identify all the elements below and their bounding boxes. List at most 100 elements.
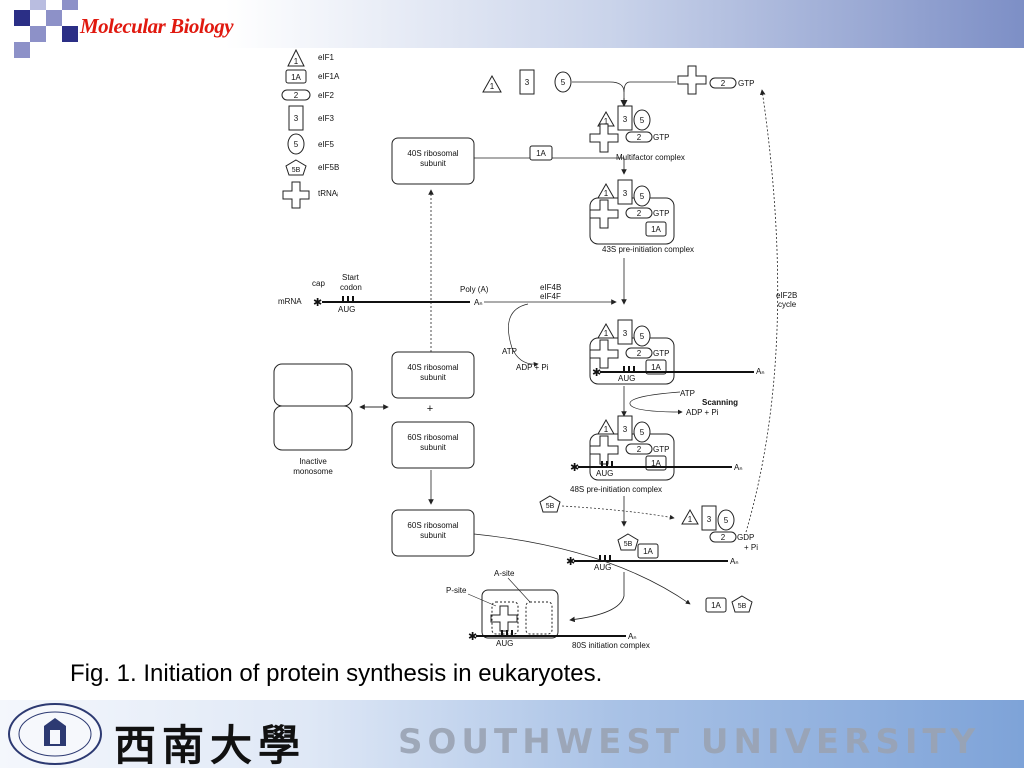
multifactor-label: Multifactor complex <box>616 153 685 162</box>
svg-text:5: 5 <box>640 192 645 201</box>
university-name-english: SOUTHWEST UNIVERSITY <box>398 722 981 762</box>
svg-text:tRNAᵢ: tRNAᵢ <box>318 189 338 198</box>
svg-text:3: 3 <box>623 425 628 434</box>
svg-text:5B: 5B <box>738 603 747 610</box>
svg-text:1A: 1A <box>536 149 546 158</box>
svg-text:40S ribosomal: 40S ribosomal <box>407 149 458 158</box>
svg-text:eIF2: eIF2 <box>318 91 335 100</box>
pre-initiation-43s: 1 3 5 2 GTP 1A 43S pre-initiation comple… <box>589 179 694 254</box>
svg-text:1A: 1A <box>291 73 301 82</box>
svg-text:ADP + Pi: ADP + Pi <box>516 363 549 372</box>
svg-text:codon: codon <box>340 283 362 292</box>
svg-text:AUG: AUG <box>596 469 613 478</box>
complex-on-mrna: 1 3 5 2 GTP 1A ✱ AUG Aₙ <box>589 319 765 385</box>
legend-eif5b: 5B eIF5B <box>285 159 339 176</box>
svg-text:GTP: GTP <box>653 209 669 218</box>
svg-text:+: + <box>427 403 433 415</box>
svg-text:1: 1 <box>604 189 609 198</box>
svg-text:✱: ✱ <box>566 556 575 568</box>
svg-text:eIF4F: eIF4F <box>540 292 561 301</box>
figure-caption: Fig. 1. Initiation of protein synthesis … <box>70 660 603 687</box>
mrna-strand: cap Start codon mRNA ✱ AUG Poly (A) Aₙ <box>278 273 489 314</box>
svg-text:subunit: subunit <box>420 373 447 382</box>
svg-text:2: 2 <box>721 79 726 88</box>
initiation-80s: A-site P-site ✱ AUG Aₙ 80S initiation co… <box>446 569 650 650</box>
header-bar <box>0 0 1024 48</box>
legend-eif2: 2 eIF2 <box>281 89 335 101</box>
svg-text:48S pre-initiation complex: 48S pre-initiation complex <box>570 485 662 494</box>
svg-text:Aₙ: Aₙ <box>628 632 637 641</box>
ribosome-40s-top: 40S ribosomal subunit <box>391 137 475 185</box>
slide-title: Molecular Biology <box>80 14 234 38</box>
svg-text:Aₙ: Aₙ <box>756 367 765 376</box>
svg-text:60S ribosomal: 60S ribosomal <box>407 433 458 442</box>
svg-text:2: 2 <box>294 91 299 100</box>
svg-text:eIF5: eIF5 <box>318 140 335 149</box>
svg-text:eIF1A: eIF1A <box>318 72 340 81</box>
svg-text:5: 5 <box>640 332 645 341</box>
svg-text:1: 1 <box>294 57 299 66</box>
svg-text:GDP: GDP <box>737 533 754 542</box>
svg-text:80S initiation complex: 80S initiation complex <box>572 641 650 650</box>
svg-text:5: 5 <box>724 516 729 525</box>
svg-text:eIF3: eIF3 <box>318 114 335 123</box>
inactive-monosome: Inactive monosome <box>273 363 353 476</box>
svg-text:ATP: ATP <box>502 347 517 356</box>
svg-text:3: 3 <box>294 114 299 123</box>
svg-text:AUG: AUG <box>618 374 635 383</box>
svg-text:Inactive: Inactive <box>299 457 327 466</box>
svg-text:5: 5 <box>561 78 566 87</box>
svg-text:+ Pi: + Pi <box>744 543 758 552</box>
svg-text:AUG: AUG <box>594 563 611 572</box>
svg-text:1: 1 <box>688 515 693 524</box>
svg-text:40S ribosomal: 40S ribosomal <box>407 363 458 372</box>
svg-text:AUG: AUG <box>496 639 513 648</box>
svg-text:GTP: GTP <box>653 445 669 454</box>
legend-eif1a: 1A eIF1A <box>285 69 340 84</box>
svg-text:eIF1: eIF1 <box>318 53 335 62</box>
svg-text:subunit: subunit <box>420 531 447 540</box>
svg-text:Start: Start <box>342 273 360 282</box>
svg-text:Aₙ: Aₙ <box>474 298 483 307</box>
svg-text:ATP: ATP <box>680 389 695 398</box>
svg-text:✱: ✱ <box>468 631 477 643</box>
pre-initiation-48s: 1 3 5 2 GTP 1A ✱ AUG Aₙ 48S pre-initiati… <box>570 415 743 494</box>
svg-text:mRNA: mRNA <box>278 297 302 306</box>
footer-banner: 西南大學 SOUTHWEST UNIVERSITY <box>0 700 1024 770</box>
svg-text:Poly (A): Poly (A) <box>460 285 489 294</box>
svg-text:✱: ✱ <box>313 297 322 309</box>
svg-text:3: 3 <box>707 515 712 524</box>
svg-text:eIF5B: eIF5B <box>318 163 339 172</box>
svg-text:60S ribosomal: 60S ribosomal <box>407 521 458 530</box>
svg-text:1A: 1A <box>651 225 661 234</box>
svg-text:5: 5 <box>294 140 299 149</box>
svg-text:3: 3 <box>623 329 628 338</box>
svg-text:cycle: cycle <box>778 300 797 309</box>
legend-trna: tRNAᵢ <box>282 181 338 209</box>
ribosome-60s-lower: 60S ribosomal subunit <box>391 509 475 557</box>
svg-text:✱: ✱ <box>570 462 579 474</box>
svg-text:ADP + Pi: ADP + Pi <box>686 408 719 417</box>
svg-text:monosome: monosome <box>293 467 333 476</box>
svg-text:5B: 5B <box>292 167 301 174</box>
svg-text:Aₙ: Aₙ <box>730 557 739 566</box>
svg-text:eIF4B: eIF4B <box>540 283 561 292</box>
svg-text:2: 2 <box>637 445 642 454</box>
ribosome-40s-lower: 40S ribosomal subunit <box>391 351 475 399</box>
svg-text:5B: 5B <box>546 503 555 510</box>
svg-text:1: 1 <box>490 82 495 91</box>
university-seal-icon <box>8 703 102 765</box>
university-name-chinese: 西南大學 <box>114 721 307 770</box>
svg-text:1A: 1A <box>651 363 661 372</box>
svg-text:2: 2 <box>637 349 642 358</box>
svg-text:subunit: subunit <box>420 443 447 452</box>
svg-text:43S pre-initiation complex: 43S pre-initiation complex <box>602 245 694 254</box>
ribosome-60s-middle: 60S ribosomal subunit <box>391 421 475 469</box>
svg-text:3: 3 <box>623 115 628 124</box>
free-factors-top: 1 3 5 2 GTP <box>482 65 754 98</box>
svg-text:1A: 1A <box>651 459 661 468</box>
svg-text:P-site: P-site <box>446 586 467 595</box>
svg-text:cap: cap <box>312 279 325 288</box>
svg-text:Scanning: Scanning <box>702 398 738 407</box>
svg-text:2: 2 <box>637 209 642 218</box>
